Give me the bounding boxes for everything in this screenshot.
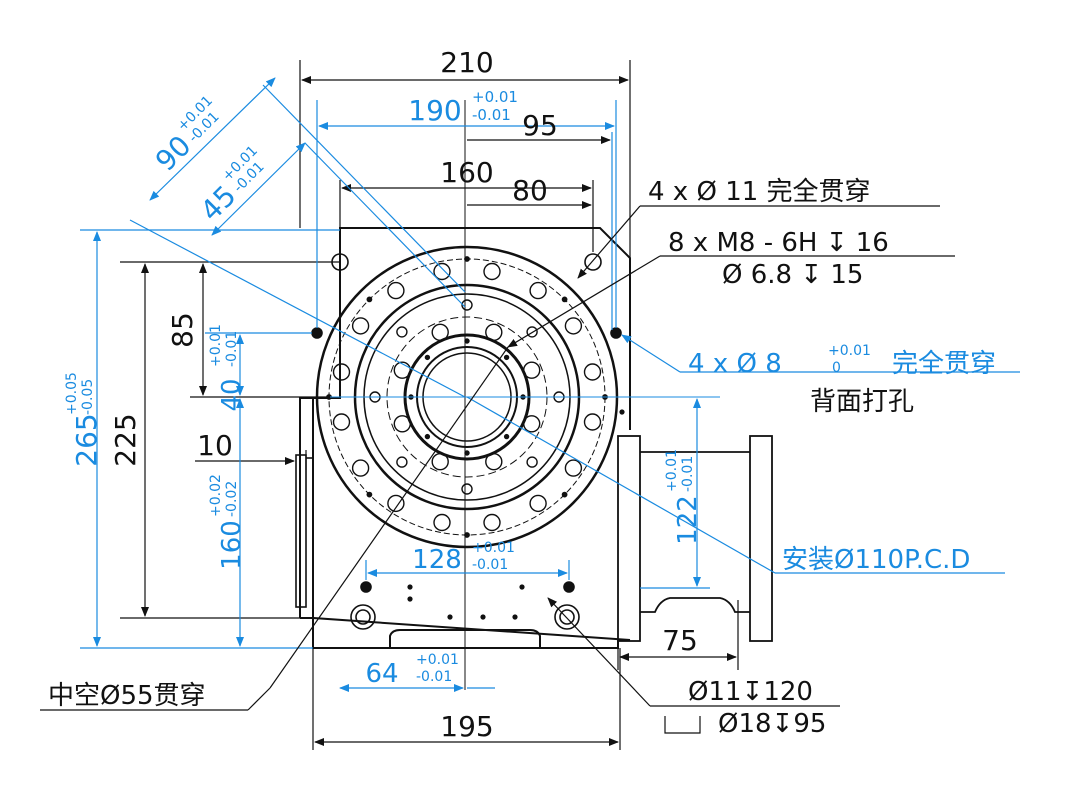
dim-40-tol-up: +0.01 [208,324,224,367]
bolt-hole [396,456,408,468]
dim-10: 10 [197,429,233,462]
blue-dimension-lines [80,77,1020,692]
callout-counterbore-drill: Ø11↧120 [688,677,813,707]
bolt-hole [583,413,602,431]
dim-128-tol-dn: -0.01 [472,557,508,573]
dim-195: 195 [440,710,493,743]
bolt-hole [485,323,503,341]
dim-160-left: 160 [217,520,247,570]
callout-hollow: 中空Ø55贯穿 [48,681,206,711]
dim-85: 85 [166,312,199,348]
dim-64-tol-dn: -0.01 [416,669,452,685]
dim-265-tol-dn: -0.05 [80,379,96,415]
bolt-hole [431,453,449,471]
bolt-hole [424,354,431,361]
bolt-hole [366,491,373,498]
bolt-hole [526,456,538,468]
dim-160-top: 160 [440,156,493,189]
dim-95: 95 [522,109,558,142]
dim-190-tol-up: +0.01 [472,88,518,106]
bolt-hole [461,483,473,495]
dim-75: 75 [662,624,698,657]
dim-210: 210 [440,46,493,79]
dim-190: 190 [408,94,461,127]
bolt-hole [424,433,431,440]
dim-190-tol-dn: -0.01 [472,106,511,124]
bolt-hole [485,453,503,471]
bolt-hole [393,415,411,433]
black-dimension-text: 210 95 160 80 85 225 10 75 195 [109,46,698,743]
callout-4x8-holes: 4 x Ø 8 [688,349,782,379]
callout-text: 4 x Ø 11 完全贯穿 8 x M8 - 6H ↧ 16 Ø 6.8 ↧ 1… [48,177,996,739]
dim-122: 122 [673,495,703,545]
bolt-hole [396,326,408,338]
dim-128-tol-up: +0.01 [472,540,515,556]
bolt-hole [393,361,411,379]
callout-4x8-tol-up: +0.01 [828,343,871,359]
bolt-hole [483,513,501,532]
dim-122-tol-dn: -0.01 [680,456,696,492]
bolt-hole [464,450,470,456]
bolt-hole [561,296,568,303]
bolt-hole [387,494,405,513]
right-input-shaft-housing [617,435,773,642]
bolt-hole [529,281,547,300]
bolt-hole [483,262,501,281]
bolt-hole [464,338,470,344]
dim-64: 64 [365,659,398,689]
bolt-hole [433,262,451,281]
bolt-hole [503,354,510,361]
bolt-hole [332,363,351,381]
corner-holes [311,253,625,630]
callout-m8-thread: 8 x M8 - 6H ↧ 16 [668,228,889,258]
bolt-hole [351,459,370,477]
centerlines [295,100,720,690]
bolt-hole [461,299,473,311]
bolt-hole [523,415,541,433]
dim-80: 80 [512,174,548,207]
bolt-hole [523,361,541,379]
bolt-hole [366,296,373,303]
bolt-hole [526,326,538,338]
callout-back-drill: 背面打孔 [810,387,914,417]
callout-pcd: 安装Ø110P.C.D [782,545,970,575]
dim-40: 40 [217,378,247,411]
bolt-hole [583,363,602,381]
dim-265-tol-up: +0.05 [64,372,80,415]
bolt-hole [332,413,351,431]
black-leaders [40,205,955,734]
bolt-hole [529,494,547,513]
callout-4x8-tol-dn: 0 [832,360,841,376]
left-flange-plate [295,454,313,608]
bolt-hole [387,281,405,300]
dim-40-tol-dn: -0.01 [224,331,240,367]
dim-122-tol-up: +0.01 [664,449,680,492]
dim-160-tol-dn: -0.02 [224,481,240,517]
bolt-hole [351,317,370,335]
blue-dimension-text: 190 +0.01 -0.01 90 +0.01 -0.01 45 +0.01 … [64,88,703,689]
callout-counterbore-depth: Ø18↧95 [718,709,826,739]
bolt-hole [564,317,583,335]
callout-4x11-holes: 4 x Ø 11 完全贯穿 [648,177,871,207]
dim-225: 225 [109,413,142,466]
bolt-hole [433,513,451,532]
dim-128: 128 [412,545,462,575]
bolt-hole [564,459,583,477]
dim-64-tol-up: +0.01 [416,652,459,668]
black-dimension-lines [120,60,739,750]
bolt-hole [561,491,568,498]
bolt-hole [503,433,510,440]
bolt-hole [431,323,449,341]
callout-4x8-suffix: 完全贯穿 [892,349,996,379]
dim-160-tol-up: +0.02 [208,474,224,517]
callout-m8-drill: Ø 6.8 ↧ 15 [722,260,863,290]
dim-265: 265 [70,413,103,466]
